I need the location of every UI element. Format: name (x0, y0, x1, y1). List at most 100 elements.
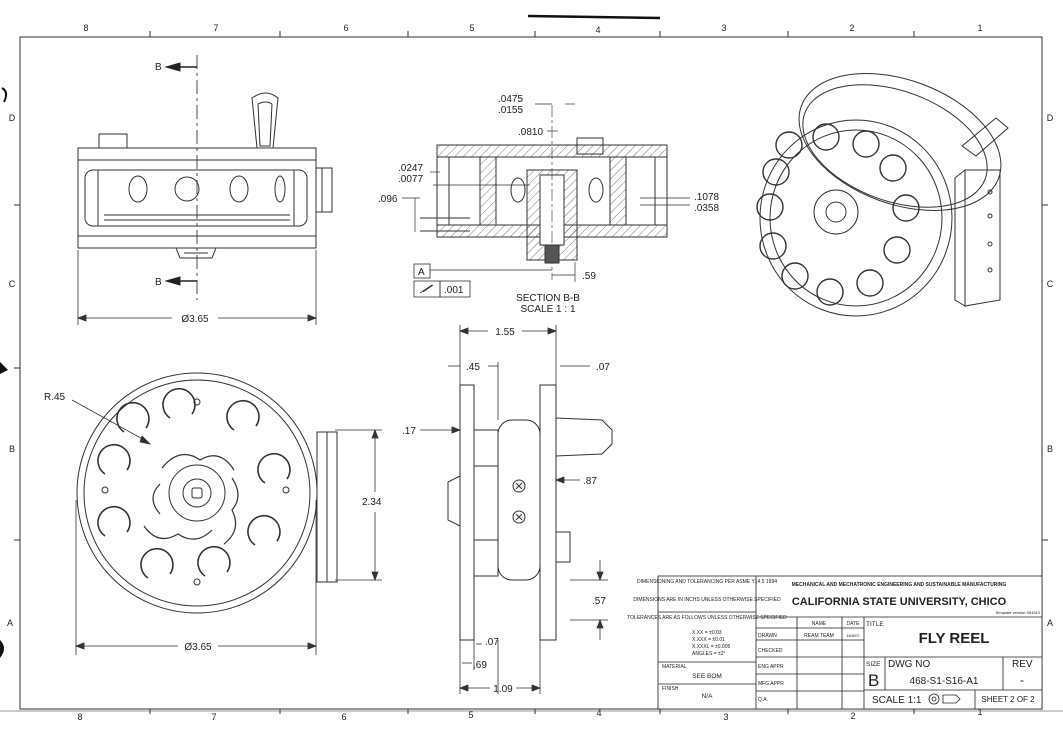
tb-material-label: MATERIAL (662, 664, 687, 670)
zone-left-C: C (9, 279, 16, 289)
side-dim-45: .45 (466, 362, 480, 373)
isometric-view (756, 73, 1009, 317)
tb-dwg-number: 468-S1-S16-A1 (910, 676, 979, 687)
section-label-b-top: B (155, 62, 162, 73)
tb-department: MECHANICAL AND MECHATRONIC ENGINEERING A… (792, 582, 1007, 588)
tb-rev-label: REV (1012, 659, 1033, 670)
scan-artifacts (0, 87, 8, 658)
sheet-border (0, 14, 1063, 712)
tb-rev: - (1020, 673, 1024, 687)
section-view-scale: SCALE 1 : 1 (520, 304, 575, 315)
zone-bottom-7: 7 (211, 712, 216, 722)
tb-university: CALIFORNIA STATE UNIVERSITY, CHICO (792, 596, 1007, 608)
tb-finish: N/A (702, 693, 714, 700)
zone-left-B: B (9, 444, 15, 454)
datum-and-tolerance-frame (413, 263, 471, 298)
zone-top-6: 6 (343, 23, 348, 33)
side-dim-width: 1.55 (495, 327, 515, 338)
side-dim-07-bottom: .07 (485, 637, 499, 648)
tb-tol-xxx: X.XXX = ±0.01 (692, 637, 725, 643)
tb-drawn-date: 16/5/07 (846, 633, 860, 638)
zone-bottom-8: 8 (77, 712, 82, 722)
zone-left-D: D (9, 113, 16, 123)
datum-a-label: A (418, 267, 425, 278)
tb-sheet: SHEET 2 OF 2 (981, 695, 1035, 704)
section-dim-1078: .1078 (694, 192, 719, 203)
section-dim-0475: .0475 (498, 94, 523, 105)
tb-dwg-label: DWG NO (888, 659, 930, 670)
front-view-dimension-lines (71, 399, 382, 655)
top-view-diameter-label: Ø3.65 (181, 314, 209, 325)
side-dim-57: .57 (592, 596, 606, 607)
section-dim-0358: .0358 (694, 203, 719, 214)
top-view-diameter-dimension (76, 250, 318, 325)
tb-mfg-label: MFG APPR (758, 681, 784, 687)
tb-title-label: TITLE (866, 621, 884, 628)
tb-tolerances-heading: TOLERANCES ARE AS FOLLOWS UNLESS OTHERWI… (627, 615, 787, 621)
side-view-dimension-lines (420, 325, 608, 694)
zone-bottom-5: 5 (468, 710, 473, 720)
tb-col-name: NAME (812, 621, 827, 627)
section-dim-0810: .0810 (518, 127, 543, 138)
tb-dimensioning: DIMENSIONING AND TOLERANCING PER ASME Y1… (637, 579, 777, 585)
top-view-section-line (164, 55, 198, 300)
section-dimension-lines (402, 103, 690, 282)
title-block (657, 575, 1043, 710)
zone-left-A: A (7, 618, 13, 628)
tb-template-version: Template version 091613 (995, 610, 1041, 615)
tb-scale: SCALE 1:1 (872, 695, 922, 706)
front-view (76, 372, 338, 614)
top-view (77, 92, 333, 259)
zone-right-B: B (1047, 444, 1053, 454)
side-dim-17: .17 (402, 426, 416, 437)
side-dim-69: .69 (473, 660, 487, 671)
tb-qa-label: Q.A. (758, 697, 768, 703)
zone-right-A: A (1047, 618, 1053, 628)
tb-tol-xx: X.XX = ±0.03 (692, 630, 722, 636)
zone-right-D: D (1047, 113, 1054, 123)
zone-bottom-1: 1 (977, 707, 982, 717)
tb-eng-label: ENG APPR (758, 664, 784, 670)
tb-drawing-title: FLY REEL (919, 630, 990, 647)
zone-top-3: 3 (721, 23, 726, 33)
side-dim-87: .87 (583, 476, 597, 487)
zone-top-5: 5 (469, 23, 474, 33)
zone-bottom-3: 3 (723, 712, 728, 722)
tb-drawn-label: DRAWN (758, 633, 777, 639)
zone-bottom-2: 2 (850, 711, 855, 721)
zone-labels: 8 7 6 5 4 3 2 1 8 7 6 5 4 3 2 1 D C B A … (7, 23, 1054, 722)
section-dim-59: .59 (582, 271, 596, 282)
section-dim-0247: .0247 (398, 163, 423, 174)
side-view (447, 384, 613, 641)
tb-finish-label: FINISH (662, 686, 679, 692)
side-dim-109: 1.09 (493, 684, 513, 695)
front-view-diameter-label: Ø3.65 (184, 642, 212, 653)
tb-tol-xxxx: X.XXXL = ±0.005 (692, 644, 730, 650)
tolerance-value: .001 (444, 285, 464, 296)
zone-top-1: 1 (977, 23, 982, 33)
section-view-title: SECTION B-B (516, 293, 580, 304)
tb-checked-label: CHECKED (758, 648, 783, 654)
zone-top-7: 7 (213, 23, 218, 33)
front-view-radius-label: R.45 (44, 392, 66, 403)
zone-bottom-4: 4 (596, 708, 601, 718)
tb-drawn-name: REAM TEAM (804, 633, 834, 639)
section-b-b-view (420, 105, 668, 280)
zone-top-2: 2 (849, 23, 854, 33)
tb-material: SEE BOM (692, 673, 722, 680)
tb-col-date: DATE (847, 621, 861, 627)
section-dim-096: .096 (378, 194, 398, 205)
side-dim-07-top: .07 (596, 362, 610, 373)
section-dim-0155: .0155 (498, 105, 523, 116)
tb-size: B (868, 671, 879, 690)
zone-right-C: C (1047, 279, 1054, 289)
tb-units: DIMENSIONS ARE IN INCHS UNLESS OTHERWISE… (633, 597, 781, 603)
zone-top-4: 4 (595, 25, 600, 35)
tb-tol-angles: ANGLES = ±2° (692, 651, 726, 657)
section-dim-0077: .0077 (398, 174, 423, 185)
zone-ticks (14, 31, 1048, 714)
section-label-b-bottom: B (155, 277, 162, 288)
zone-bottom-6: 6 (341, 712, 346, 722)
front-view-height-label: 2.34 (362, 497, 382, 508)
